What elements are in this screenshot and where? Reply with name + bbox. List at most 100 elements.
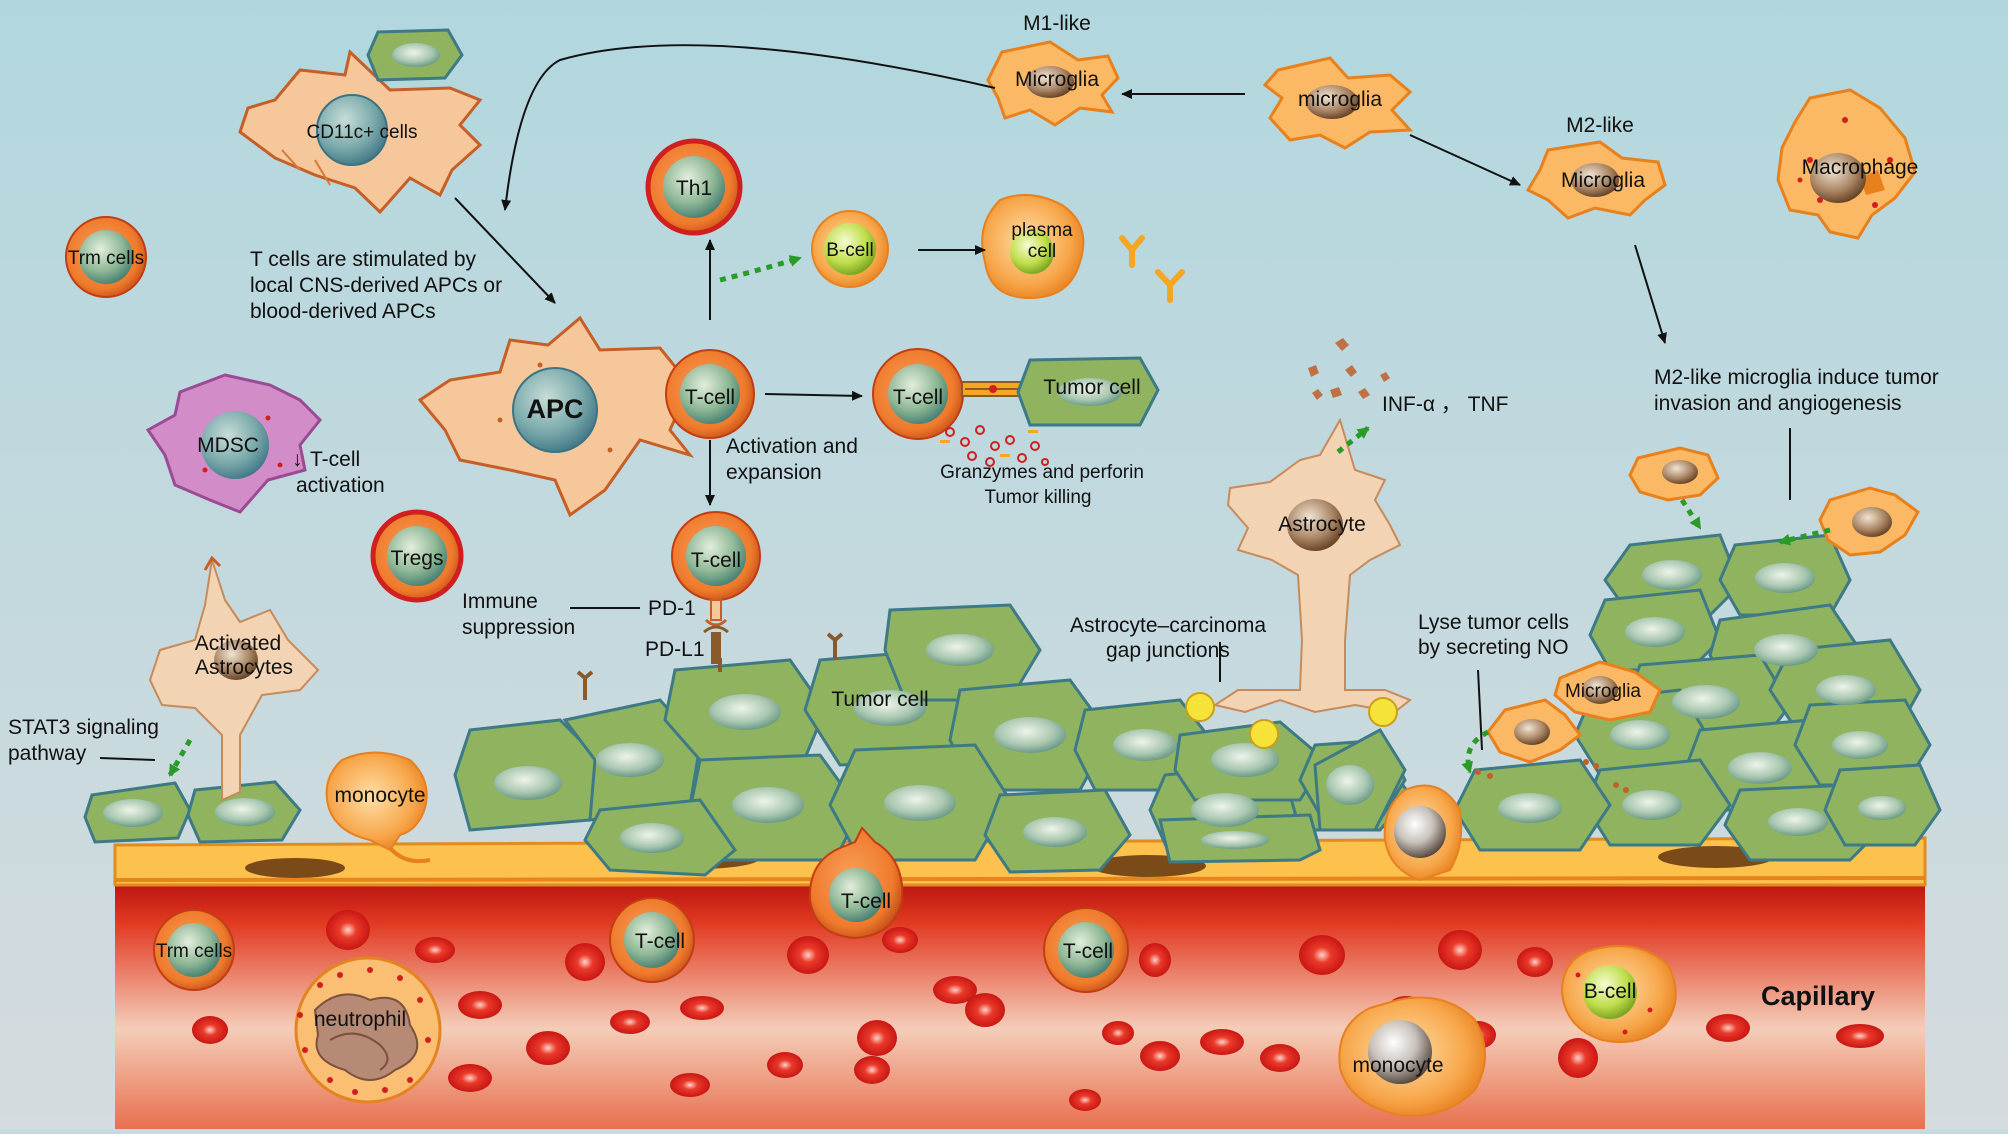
- t-cell-center-label: T-cell: [685, 386, 735, 409]
- killer-target-tumor-cell: Tumor cell: [1016, 356, 1160, 427]
- b-cell-blood-label: B-cell: [1584, 980, 1637, 1003]
- m2-effect-line-2: invasion and angiogenesis: [1654, 392, 1902, 415]
- arrow-th1-to-bcell: [719, 255, 802, 283]
- arrow-m1-to-apc-text: [501, 44, 996, 211]
- t-cell-blood-2: T-cell: [1043, 907, 1129, 993]
- gap-line-1: Astrocyte–carcinoma: [1070, 614, 1266, 637]
- mdsc-arrow-glyph: ↓: [292, 448, 303, 471]
- apc-label: APC: [526, 394, 583, 424]
- lyse-line-1: Lyse tumor cells: [1418, 611, 1569, 634]
- monocyte-blood-label: monocyte: [1352, 1054, 1443, 1077]
- immune-line-2: suppression: [462, 616, 575, 639]
- arrow-microglia-lyse: [1461, 729, 1490, 774]
- immune-synapse: [961, 381, 1025, 397]
- trm-cell-blood: Trm cells: [153, 909, 235, 991]
- tumor-mass: [83, 533, 1942, 877]
- gap-line-2: gap junctions: [1106, 639, 1230, 662]
- stat3-line-1: STAT3 signaling: [8, 716, 159, 739]
- plasma-label-1: plasma: [1011, 220, 1073, 241]
- cytokine-particles: [1308, 338, 1390, 400]
- cd11c-cell: CD11c+ cells: [238, 49, 483, 215]
- activated-astro-label-1: Activated: [195, 632, 281, 655]
- m2-microglia-tumor-1: [1628, 446, 1720, 502]
- main-tumor-cell-label: Tumor cell: [831, 688, 928, 711]
- trm-cell-top: Trm cells: [65, 216, 147, 298]
- astrocyte: Astrocyte: [1185, 417, 1412, 749]
- neutrophil: neutrophil: [294, 956, 442, 1104]
- m2-microglia: Microglia M2-like: [1525, 114, 1667, 220]
- trm-blood-label: Trm cells: [156, 941, 232, 962]
- resting-microglia-label: microglia: [1298, 88, 1382, 111]
- b-cell-top-label: B-cell: [826, 240, 874, 261]
- activated-astrocytes: Activated Astrocytes: [148, 555, 320, 802]
- mdsc-cell: MDSC: [145, 373, 323, 514]
- capillary-label: Capillary: [1761, 981, 1875, 1011]
- apc-stim-line-2: local CNS-derived APCs or: [250, 274, 502, 297]
- resting-microglia: microglia: [1262, 56, 1414, 150]
- arrow-cd11c-to-apc: [454, 197, 556, 304]
- killer-t-cell-label: T-cell: [893, 386, 943, 409]
- microglia-lysing-2: Microglia: [1553, 660, 1662, 722]
- red-blood-cells: [192, 910, 1884, 1111]
- tregs-cell: Tregs: [370, 509, 464, 603]
- line-stat3: [99, 757, 156, 761]
- t-cell-pd1: T-cell: [671, 511, 761, 601]
- immune-line-1: Immune: [462, 590, 538, 613]
- killer-tumor-label: Tumor cell: [1043, 376, 1140, 399]
- m2-like-label: M2-like: [1566, 114, 1634, 137]
- mdsc-label: MDSC: [197, 434, 259, 457]
- monocyte-blood: monocyte: [1338, 996, 1486, 1117]
- m2-microglia-label: Microglia: [1561, 169, 1645, 192]
- microglia-small-label: Microglia: [1565, 681, 1641, 702]
- tumor-receptors: [576, 632, 844, 700]
- green-dashed-arrows: [167, 255, 1831, 777]
- arrow-m2-to-tumor: [1634, 244, 1667, 344]
- cytokines-label: INF-α ， TNF: [1382, 393, 1508, 416]
- th1-cell: Th1: [645, 138, 743, 236]
- mdsc-effect-line-1: T-cell: [310, 448, 360, 471]
- trm-top-label: Trm cells: [68, 248, 144, 269]
- lyse-line-2: by secreting NO: [1418, 636, 1569, 659]
- pd1-label: PD-1: [648, 597, 696, 620]
- killer-t-cell: T-cell: [872, 348, 964, 440]
- m1-like-label: M1-like: [1023, 12, 1091, 35]
- macrophage: Macrophage: [1776, 88, 1919, 240]
- t-cell-blood-1: T-cell: [609, 897, 695, 983]
- neutrophil-label: neutrophil: [314, 1008, 406, 1031]
- t-cell-migrating-label: T-cell: [841, 890, 891, 913]
- small-tumor-cell-top: [366, 28, 464, 82]
- pdl1-ligand: [703, 625, 729, 664]
- plasma-cell: plasma cell: [981, 194, 1085, 300]
- m2-effect-line-1: M2-like microglia induce tumor: [1654, 366, 1939, 389]
- th1-label: Th1: [676, 177, 712, 200]
- granzyme-particles: [945, 425, 1049, 467]
- line-lyse: [1477, 669, 1483, 751]
- t-cell-blood-2-label: T-cell: [1063, 940, 1113, 963]
- tregs-label: Tregs: [391, 547, 444, 570]
- t-cell-pd1-label: T-cell: [691, 549, 741, 572]
- black-arrows: [99, 44, 1791, 761]
- stat3-line-2: pathway: [8, 742, 87, 765]
- mdsc-effect-line-2: activation: [296, 474, 385, 497]
- gap-junctions: [1185, 692, 1398, 749]
- granzymes-line-1: Granzymes and perforin: [940, 462, 1144, 483]
- t-cell-center: T-cell: [665, 349, 755, 439]
- arrow-resting-to-m2: [1409, 134, 1521, 186]
- plasma-label-2: cell: [1028, 241, 1057, 262]
- b-cell-top: B-cell: [811, 210, 889, 288]
- arrow-m2-tumor-2: [1778, 527, 1831, 546]
- monocyte-migrating: [1383, 784, 1463, 882]
- cd11c-label: CD11c+ cells: [306, 122, 417, 143]
- antibody-icons: [1119, 235, 1185, 303]
- granzymes-line-2: Tumor killing: [985, 487, 1092, 508]
- macrophage-label: Macrophage: [1802, 156, 1919, 179]
- apc-stim-line-3: blood-derived APCs: [250, 300, 436, 323]
- activation-line-1: Activation and: [726, 435, 858, 458]
- apc-stim-line-1: T cells are stimulated by: [250, 248, 477, 271]
- activation-line-2: expansion: [726, 461, 822, 484]
- astrocyte-label: Astrocyte: [1278, 513, 1366, 536]
- monocyte-tissue-label: monocyte: [334, 784, 425, 807]
- m1-microglia-label: Microglia: [1015, 68, 1099, 91]
- microglia-lysing-1: [1486, 698, 1583, 764]
